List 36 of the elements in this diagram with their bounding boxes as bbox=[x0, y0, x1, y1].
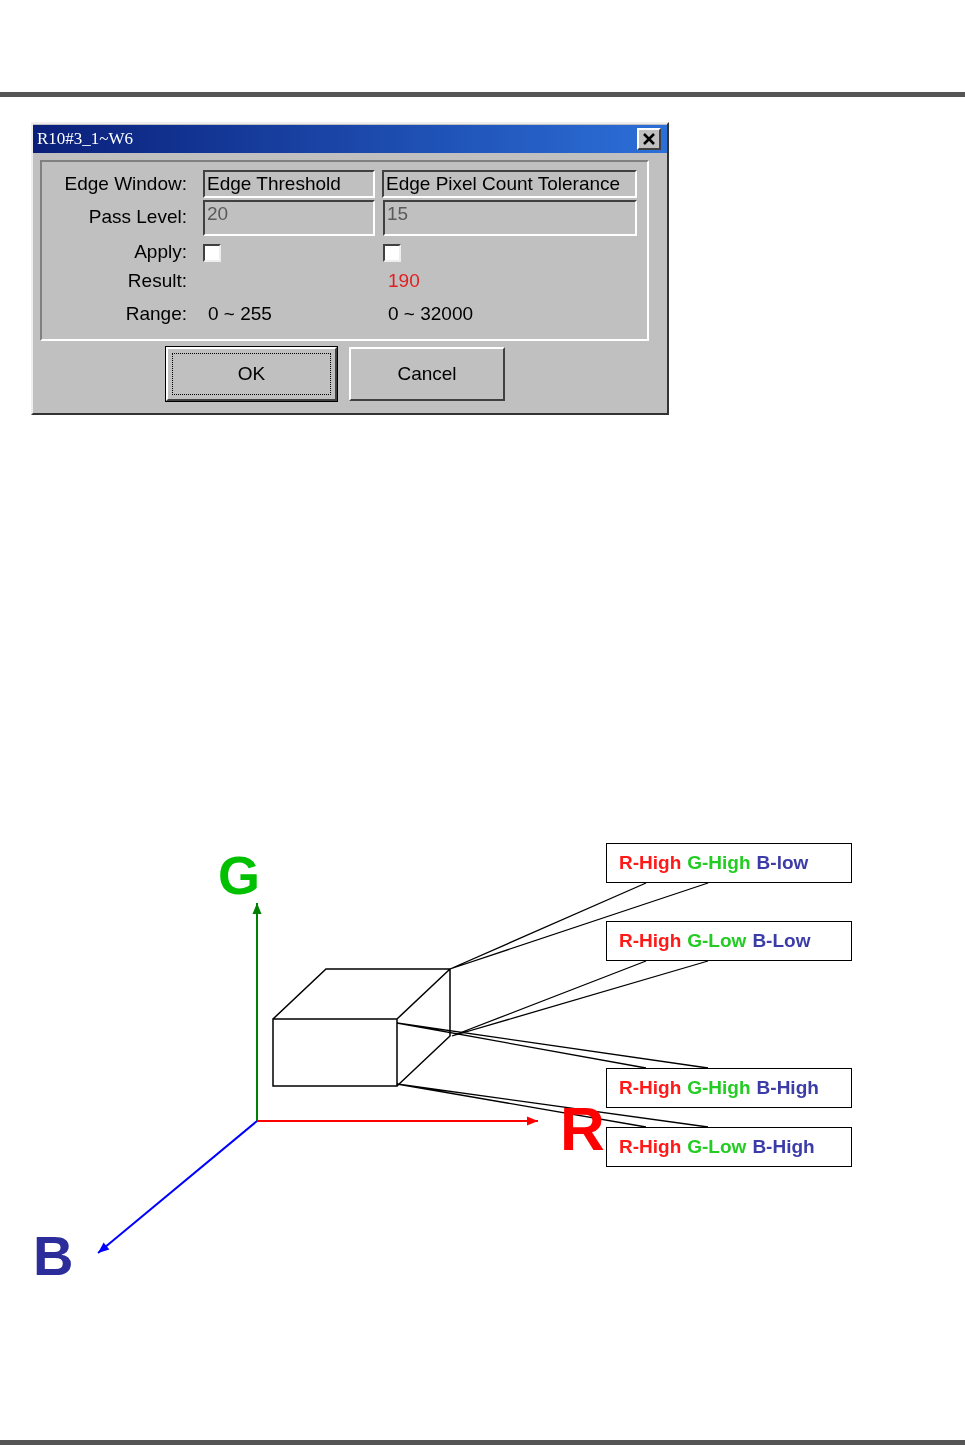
result-value: 190 bbox=[388, 271, 420, 290]
callout-text: G-Low bbox=[687, 1136, 747, 1158]
header-field: Edge Pixel Count Tolerance bbox=[382, 170, 637, 198]
callout-text: B-low bbox=[756, 852, 809, 874]
window-title: R10#3_1~W6 bbox=[37, 128, 135, 150]
callout-text: R-High bbox=[619, 930, 682, 952]
field-label: Apply: bbox=[133, 242, 187, 261]
range-value: 0 ~ 32000 bbox=[388, 304, 474, 323]
leader-line bbox=[396, 1083, 709, 1128]
callout-box bbox=[606, 1127, 852, 1167]
field-label: Range: bbox=[124, 304, 187, 323]
ok-button: OK bbox=[166, 347, 337, 401]
callout-text: G-High bbox=[687, 1077, 751, 1099]
callout-text: R-High bbox=[619, 1077, 682, 1099]
input-field: 15 bbox=[383, 200, 637, 236]
callout-text: B-High bbox=[756, 1077, 819, 1099]
callout-box bbox=[606, 1068, 852, 1108]
input-field: 20 bbox=[203, 200, 375, 236]
callout-text: B-Low bbox=[752, 930, 811, 952]
axis-label: G bbox=[218, 848, 260, 902]
axis-label: R bbox=[560, 1098, 605, 1160]
cancel-button: Cancel bbox=[349, 347, 505, 401]
callout-text: G-High bbox=[687, 852, 751, 874]
callout-text: G-Low bbox=[687, 930, 747, 952]
field-label: Edge Window: bbox=[63, 174, 187, 193]
axis-label: B bbox=[33, 1228, 74, 1284]
header-field: Edge Threshold bbox=[203, 170, 375, 198]
leader-line bbox=[396, 1022, 709, 1069]
callout-text: R-High bbox=[619, 852, 682, 874]
field-label: Result: bbox=[126, 271, 187, 290]
callout-box bbox=[606, 843, 852, 883]
field-label: Pass Level: bbox=[87, 207, 187, 226]
callout-box bbox=[606, 921, 852, 961]
callout-text: B-High bbox=[752, 1136, 815, 1158]
callout-text: R-High bbox=[619, 1136, 682, 1158]
range-value: 0 ~ 255 bbox=[208, 304, 272, 323]
